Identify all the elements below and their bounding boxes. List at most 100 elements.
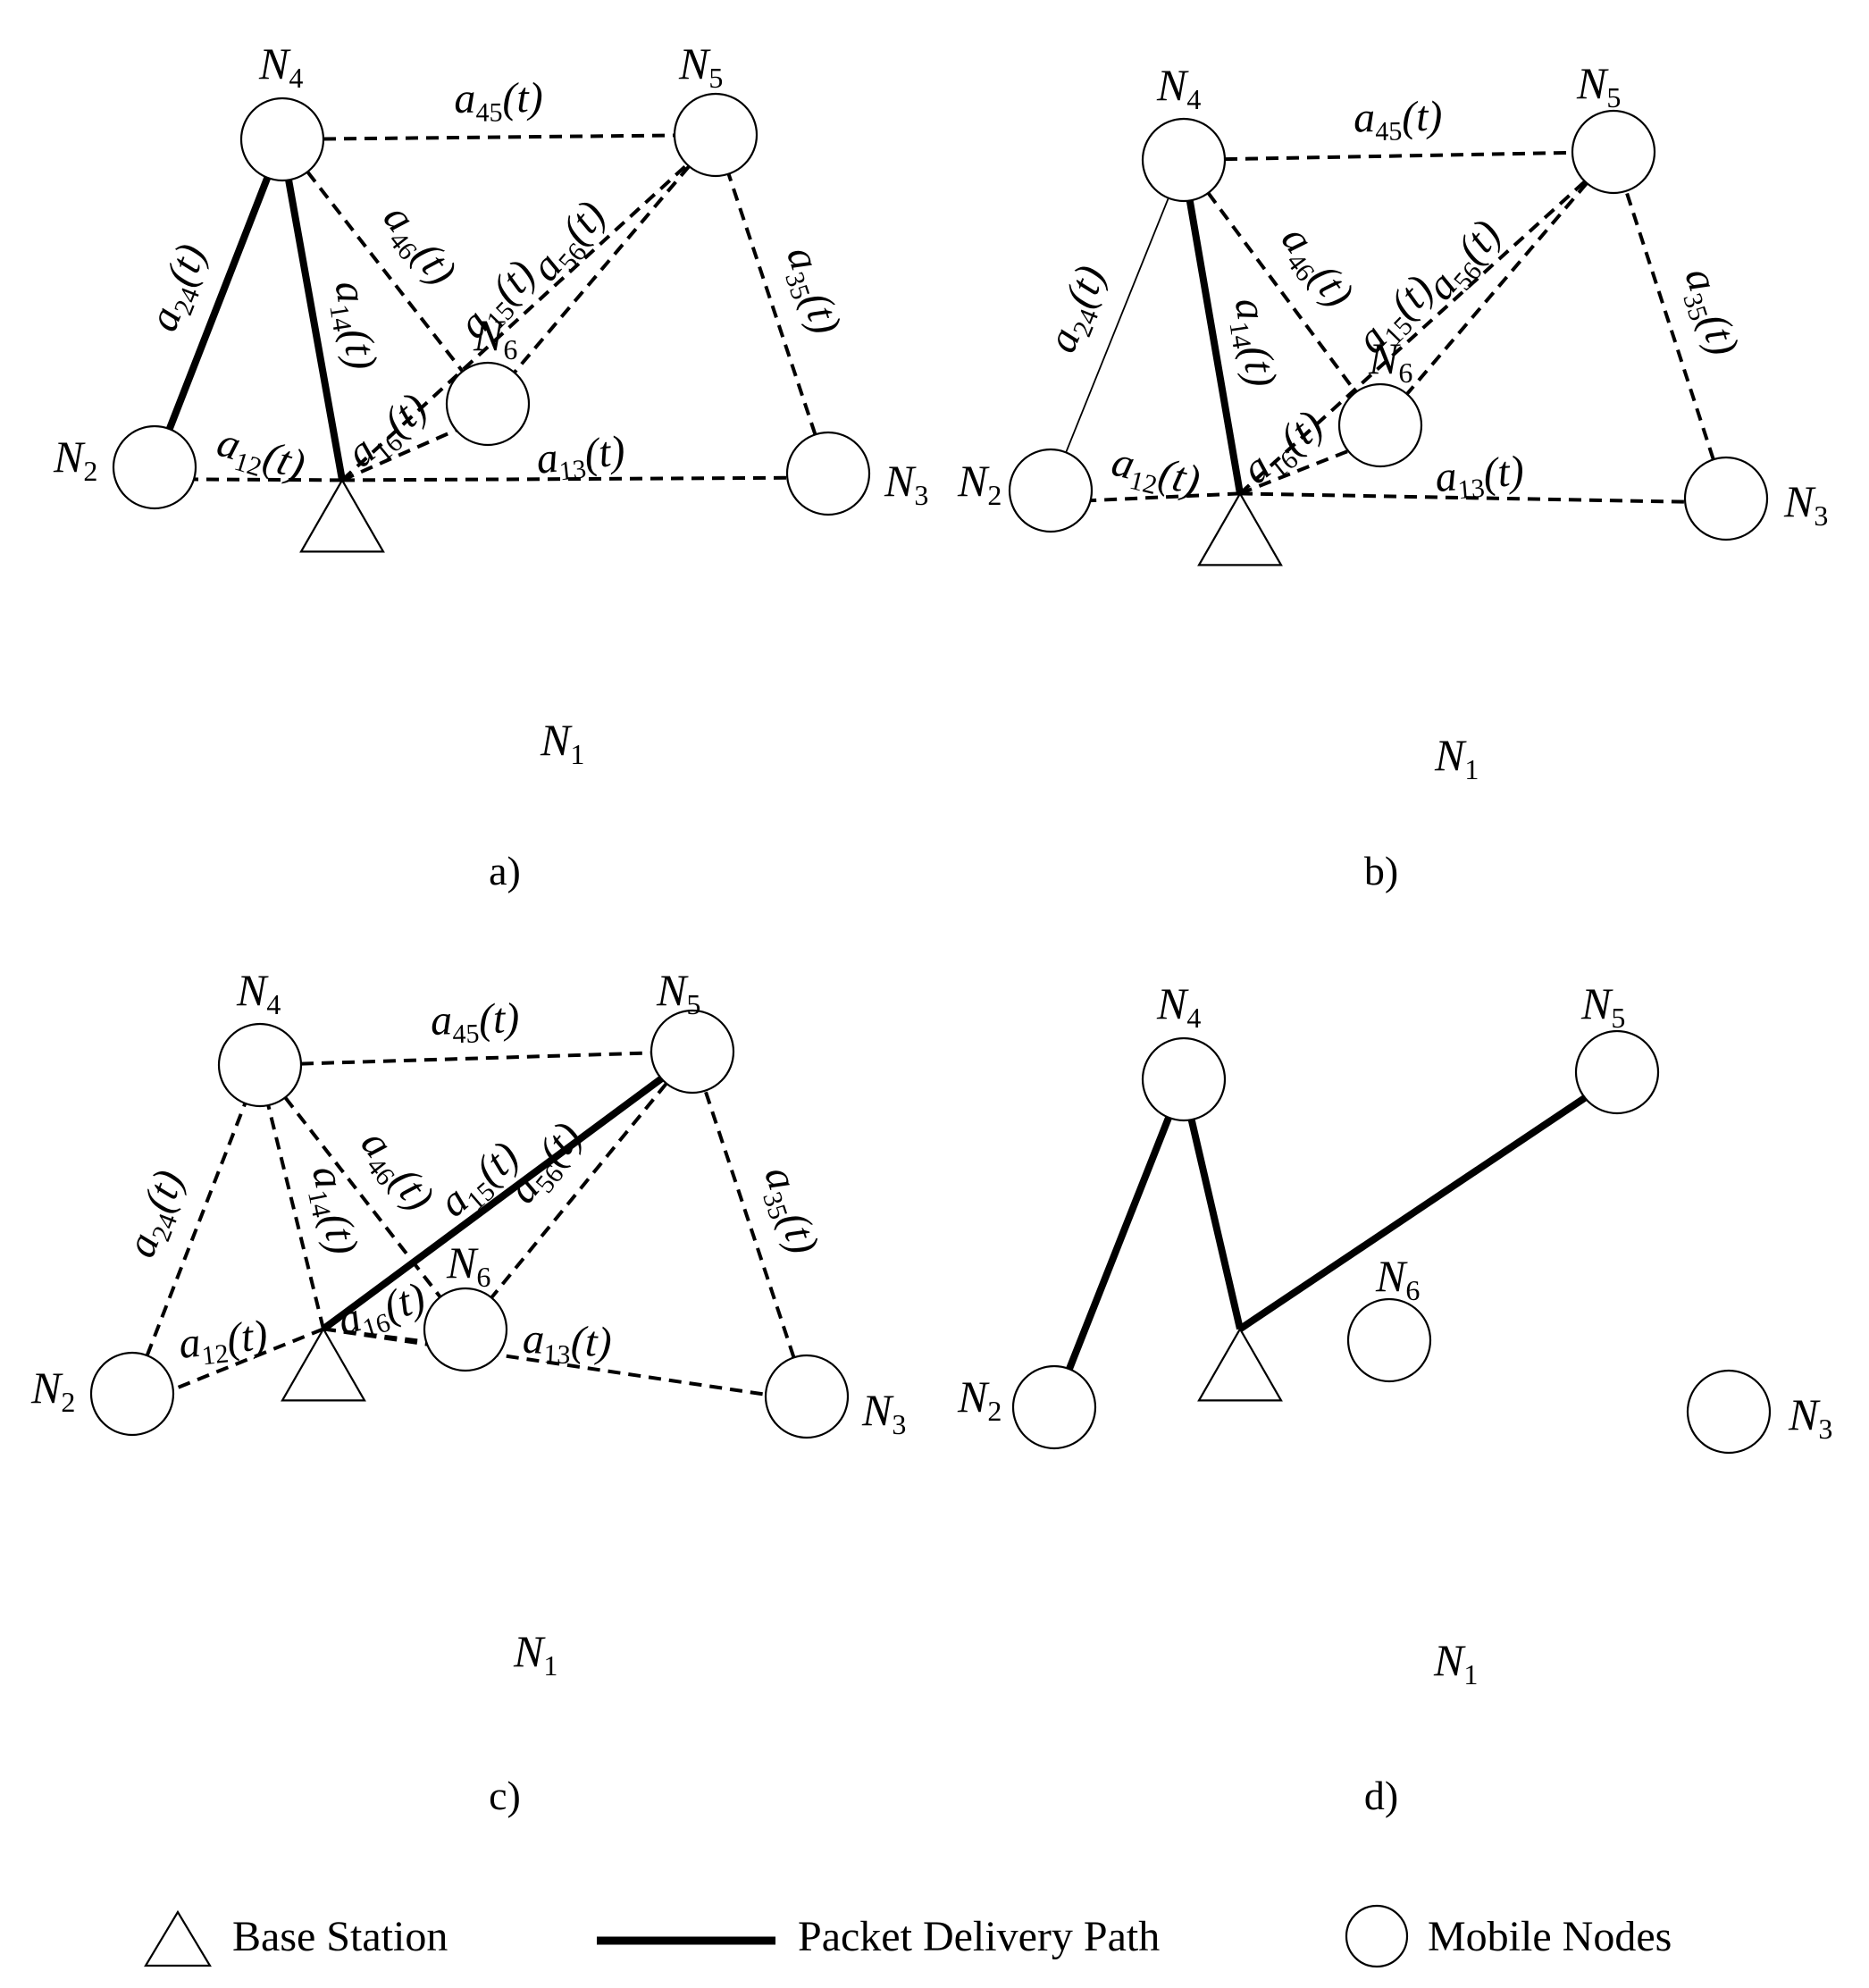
panel-b: a12(t)a13(t)a14(t)a15(t)a16(t)a24(t)a35(… <box>957 58 1828 893</box>
mobile-node-n3 <box>764 1354 850 1439</box>
edge-n1-n4 <box>1187 1119 1244 1330</box>
edge-n1-n4 <box>285 179 346 482</box>
edge-n1-n5 <box>321 1076 664 1332</box>
base-station-n1 <box>1197 1327 1283 1402</box>
edge-n4-n5 <box>323 133 675 141</box>
base-station-n1 <box>1197 491 1283 566</box>
edge-n5-n6 <box>513 164 691 374</box>
edge-label-16: a16(t) <box>332 1273 432 1350</box>
edge-n1-n2 <box>193 477 343 482</box>
mobile-node-n5 <box>1574 1029 1660 1115</box>
mobile-node-n5 <box>673 92 758 178</box>
edge-n3-n5 <box>1624 190 1715 460</box>
base-station-n1 <box>299 478 385 553</box>
edge-n1-n3 <box>1239 491 1686 504</box>
base-station-n1 <box>281 1327 366 1402</box>
edge-n1-n4 <box>266 1104 325 1330</box>
node-label-n2: N2 <box>53 432 97 487</box>
panel-caption: c) <box>489 1773 521 1818</box>
node-label-n1: N1 <box>1434 730 1479 785</box>
edge-label-45: a45(t) <box>1354 93 1443 147</box>
mobile-node-n3 <box>1683 456 1769 541</box>
edge-label-16: a16(t) <box>338 383 440 481</box>
mobile-node-n2 <box>1011 1364 1097 1450</box>
mobile-node-n6 <box>445 361 531 447</box>
edge-n4-n6 <box>1206 191 1358 394</box>
edge-n2-n4 <box>165 176 272 431</box>
panel-a: a12(t)a13(t)a14(t)a15(t)a16(t)a24(t)a35(… <box>53 38 928 893</box>
edge-label-24: a24(t) <box>117 1163 198 1265</box>
mobile-node-n6 <box>423 1287 508 1372</box>
node-label-n5: N5 <box>1580 978 1625 1034</box>
node-label-n3: N3 <box>1788 1389 1832 1445</box>
node-label-n1: N1 <box>513 1626 557 1682</box>
mobile-node-n6 <box>1346 1297 1432 1383</box>
edge-label-35: a35(t) <box>1671 262 1748 363</box>
legend-base-station-label: Base Station <box>232 1913 448 1960</box>
edge-label-35: a35(t) <box>750 1161 828 1262</box>
node-label-n3: N3 <box>884 456 928 511</box>
edge-n5-n6 <box>490 1082 668 1299</box>
panel-caption: d) <box>1364 1773 1398 1818</box>
legend-mobile-node-icon <box>1345 1904 1409 1968</box>
node-label-n6: N6 <box>473 310 517 365</box>
node-label-n1: N1 <box>540 715 584 770</box>
node-label-n4: N4 <box>1156 60 1201 115</box>
legend-base-station-icon <box>144 1909 212 1967</box>
edge-n1-n6 <box>323 1327 427 1344</box>
node-label-n2: N2 <box>30 1363 75 1418</box>
mobile-node-n5 <box>1571 109 1656 195</box>
edge-n2-n4 <box>145 1103 247 1356</box>
mobile-node-n2 <box>1008 448 1094 533</box>
node-label-n6: N6 <box>1375 1251 1420 1306</box>
edge-n3-n5 <box>726 173 817 435</box>
edge-label-13: a13(t) <box>534 427 628 489</box>
node-label-n4: N4 <box>1156 978 1201 1034</box>
edge-label-13: a13(t) <box>1433 447 1526 507</box>
node-label-n6: N6 <box>446 1237 490 1293</box>
edge-n2-n4 <box>1065 197 1169 453</box>
edge-n4-n5 <box>1224 150 1573 162</box>
node-label-n1: N1 <box>1433 1635 1478 1690</box>
edge-label-14: a14(t) <box>1220 295 1286 390</box>
node-label-n4: N4 <box>258 38 303 94</box>
mobile-node-n5 <box>650 1009 735 1095</box>
edge-n1-n5 <box>1237 1095 1588 1332</box>
mobile-node-n3 <box>785 431 871 516</box>
edge-n1-n4 <box>1186 199 1244 495</box>
edges <box>1066 1095 1588 1371</box>
edge-label-14: a14(t) <box>298 1162 367 1260</box>
edge-label-16: a16(t) <box>1233 401 1335 498</box>
edge-label-12: a12(t) <box>210 418 310 494</box>
legend: Base Station Packet Delivery Path Mobile… <box>144 1904 1672 1968</box>
edge-label-12: a12(t) <box>177 1312 271 1373</box>
edge-label-13: a13(t) <box>522 1315 613 1372</box>
edge-n5-n6 <box>1405 181 1588 396</box>
edge-n1-n3 <box>341 475 788 482</box>
edge-label-46: a46(t) <box>1268 216 1363 319</box>
edge-n1-n3 <box>323 1327 767 1397</box>
edge-label-12: a12(t) <box>1106 438 1205 510</box>
panel-caption: a) <box>489 848 521 893</box>
edge-label-45: a45(t) <box>454 74 543 128</box>
panel-caption: b) <box>1364 848 1398 893</box>
node-label-n3: N3 <box>1783 476 1828 532</box>
edge-n1-n6 <box>341 428 457 482</box>
node-label-n6: N6 <box>1368 333 1412 389</box>
edge-label-24: a24(t) <box>1038 259 1120 361</box>
edge-n1-n5 <box>340 163 689 482</box>
mobile-node-n4 <box>1141 117 1227 203</box>
edge-label-35: a35(t) <box>772 240 850 341</box>
edge-n4-n5 <box>300 1051 652 1066</box>
diagram-panels: a12(t)a13(t)a14(t)a15(t)a16(t)a24(t)a35(… <box>30 38 1832 1818</box>
edge-n4-n6 <box>306 171 465 373</box>
panel-c: a12(t)a13(t)a14(t)a15(t)a16(t)a24(t)a35(… <box>30 965 906 1818</box>
edge-n3-n5 <box>703 1090 796 1358</box>
node-label-n4: N4 <box>236 965 281 1020</box>
edge-n1-n2 <box>1090 491 1241 503</box>
